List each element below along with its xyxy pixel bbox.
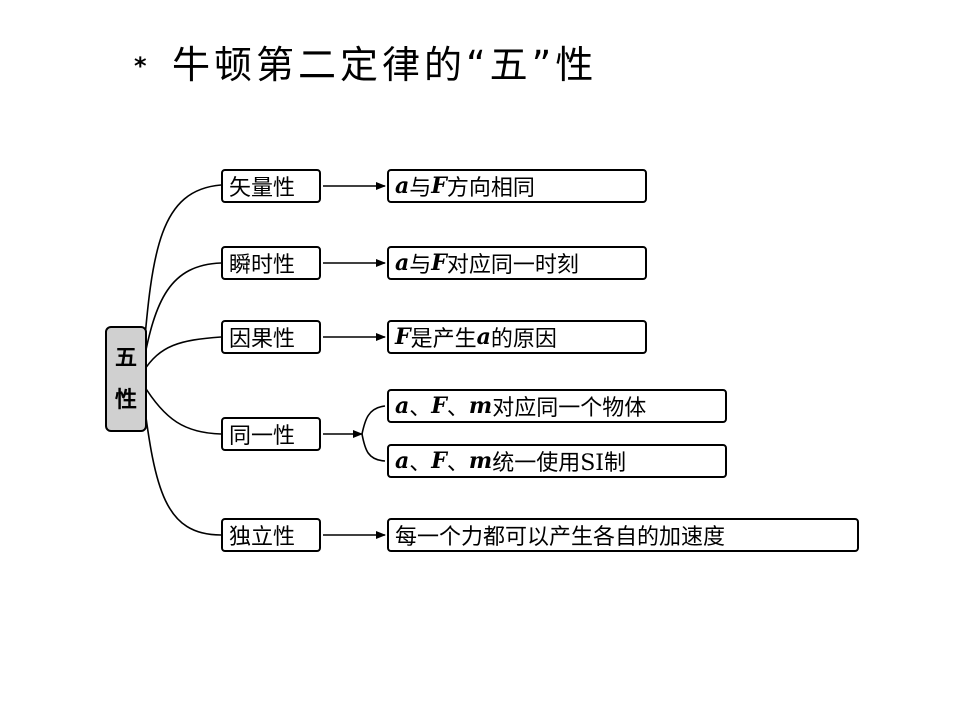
category-label: 瞬时性 xyxy=(229,253,296,278)
branch-curve-independent xyxy=(142,394,222,536)
var-a: a xyxy=(476,324,491,350)
var-f: F xyxy=(431,173,447,199)
root-node: 五 性 xyxy=(105,326,147,432)
var-f: F xyxy=(431,448,447,474)
slide-title: 牛顿第二定律的“五”性 xyxy=(172,43,598,87)
branch-curve-causal xyxy=(142,336,222,373)
description-independent: 每一个力都可以产生各自的加速度 xyxy=(387,518,859,552)
var-a: a xyxy=(395,250,410,276)
separator: 、 xyxy=(409,396,432,421)
category-instant: 瞬时性 xyxy=(221,246,321,280)
category-identity: 同一性 xyxy=(221,417,321,451)
desc-text: 每一个力都可以产生各自的加速度 xyxy=(395,525,726,550)
root-char-2: 性 xyxy=(114,387,137,413)
desc-text: 是产生 xyxy=(410,327,477,352)
var-m: m xyxy=(468,393,493,419)
var-f: F xyxy=(431,393,447,419)
var-m: m xyxy=(468,448,493,474)
desc-text: 方向相同 xyxy=(446,176,535,201)
root-char-1: 五 xyxy=(114,345,137,371)
desc-text: 统一使用SI制 xyxy=(492,451,626,476)
category-label: 同一性 xyxy=(229,424,296,449)
separator: 、 xyxy=(409,451,432,476)
desc-text: 的原因 xyxy=(490,327,557,352)
category-independent: 独立性 xyxy=(221,518,321,552)
branch-curve-vector xyxy=(142,184,222,361)
split-curve-upper xyxy=(361,405,386,435)
branch-curve-identity xyxy=(142,383,222,435)
branch-curve-instant xyxy=(142,262,222,366)
desc-text: 对应同一个物体 xyxy=(492,396,647,421)
var-f: F xyxy=(395,324,411,350)
separator: 、 xyxy=(446,451,469,476)
var-f: F xyxy=(431,250,447,276)
var-a: a xyxy=(395,173,410,199)
category-label: 因果性 xyxy=(229,327,296,352)
desc-text: 对应同一时刻 xyxy=(446,253,579,278)
separator: 、 xyxy=(446,396,469,421)
split-curve-lower xyxy=(361,433,386,462)
title-bullet: * xyxy=(134,52,147,80)
desc-text: 与 xyxy=(409,176,432,201)
var-a: a xyxy=(395,448,410,474)
category-label: 矢量性 xyxy=(229,176,296,201)
category-label: 独立性 xyxy=(229,525,296,550)
var-a: a xyxy=(395,393,410,419)
category-causal: 因果性 xyxy=(221,320,321,354)
category-vector: 矢量性 xyxy=(221,169,321,203)
desc-text: 与 xyxy=(409,253,432,278)
